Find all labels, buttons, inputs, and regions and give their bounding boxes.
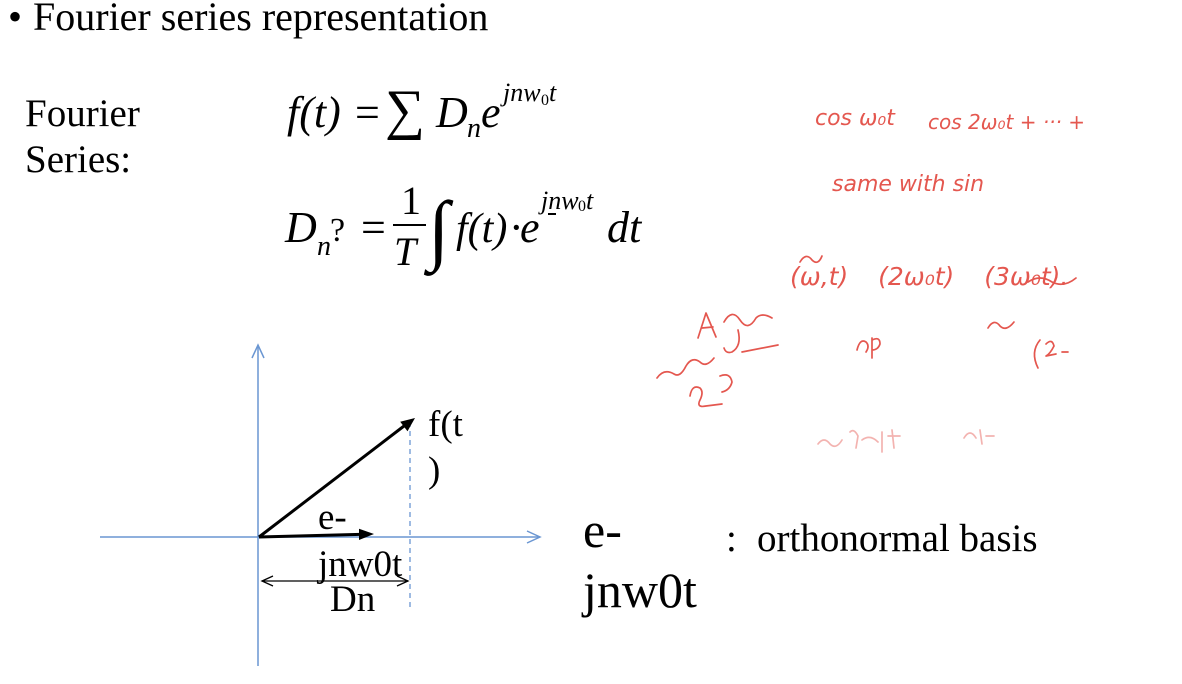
basis-colon: :	[726, 517, 737, 560]
eq1-coefficient: D	[436, 88, 468, 137]
signal-vector-label-line-2: )	[428, 450, 441, 491]
handwritten-note-1: cos ω₀t	[815, 106, 895, 131]
eq1-lhs: f(t)	[287, 88, 341, 137]
eq2-differential: dt	[607, 203, 642, 252]
basis-vector-label-line-2: jnw0t	[318, 544, 403, 585]
projection-length-right-head	[396, 575, 410, 587]
basis-vector-shaft	[258, 532, 361, 539]
scribble-dash	[741, 344, 779, 353]
label-line-2: Series:	[25, 138, 132, 181]
eq1-coefficient-subscript: n	[467, 113, 481, 144]
projection-length-left-head	[260, 575, 274, 587]
eq2-lhs: D	[285, 203, 317, 252]
eq1-sum-symbol: ∑	[385, 79, 425, 141]
eq1-exponent-subscript: 0	[541, 92, 549, 109]
eq1-equals: =	[355, 88, 380, 137]
scribble-faint-right	[963, 429, 995, 445]
label-line-1: Fourier	[25, 92, 140, 135]
eq2-equals: =	[361, 203, 386, 252]
eq2-integrand: f(t)	[456, 206, 508, 252]
scribble-paren	[1033, 339, 1069, 369]
basis-description: orthonormal basis	[757, 517, 1038, 560]
horizontal-axis-arrowhead	[526, 530, 542, 544]
basis-symbol-line-1: e-	[583, 502, 622, 558]
signal-vector-shaft	[258, 424, 405, 539]
scribble-tilde	[987, 321, 1015, 330]
eq2-exponent-subscript: 0	[578, 198, 586, 215]
eq2-fraction-denominator: T	[394, 229, 417, 274]
eq2-exponent-mark	[548, 213, 556, 215]
eq2-question-mark: ?	[330, 212, 346, 249]
title-bullet: •	[8, 0, 23, 39]
eq2-fraction-bar	[393, 224, 426, 226]
axes	[100, 343, 542, 666]
scribble-loop	[689, 386, 723, 408]
eq2-exponential-base: e	[520, 203, 540, 252]
scribble-faint-left	[817, 429, 901, 453]
projection-length-label: Dn	[330, 579, 376, 620]
vertical-axis-arrowhead	[251, 343, 265, 359]
signal-vector-arrowhead	[400, 418, 415, 432]
projection-length-arrow	[260, 575, 410, 587]
eq2-fraction-numerator: 1	[401, 178, 421, 223]
scribble-strike	[1027, 277, 1077, 286]
eq2-integral-sign: ∫	[428, 185, 450, 272]
scribble-ap	[856, 337, 881, 359]
eq2-exponent-tail: t	[586, 186, 594, 215]
handwritten-note-3: same with sin	[832, 172, 985, 197]
handwritten-note-2: cos 2ω₀t + ··· +	[928, 110, 1086, 134]
eq2-multiply-dot: ·	[509, 203, 524, 252]
scribble-a-mark	[697, 312, 717, 339]
signal-vector-label-line-1: f(t	[428, 404, 463, 445]
eq2-lhs-subscript: n	[317, 231, 331, 262]
scribble-overmark	[799, 255, 823, 264]
eq1-exponent-tail: t	[549, 78, 557, 107]
scribble-zigzag	[656, 357, 715, 379]
scribble-curl	[719, 374, 733, 393]
handwritten-note-4: (ω,t) (2ω₀t) (3ω₀t).	[790, 262, 1069, 291]
eq1-exponent-main: jnw	[503, 78, 541, 107]
slide-title: Fourier series representation	[33, 0, 489, 39]
handwritten-scribbles	[656, 255, 1077, 453]
scribble-wave	[723, 313, 773, 327]
basis-vector-label-line-1: e-	[318, 497, 347, 538]
eq1-exponential-base: e	[481, 88, 501, 137]
basis-vector-arrowhead	[359, 528, 374, 540]
basis-vector	[258, 528, 374, 540]
eq2-exponent-main: jnw	[541, 186, 579, 215]
signal-vector	[258, 418, 415, 539]
basis-symbol-line-2: jnw0t	[583, 562, 697, 618]
scribble-hook	[723, 329, 740, 354]
